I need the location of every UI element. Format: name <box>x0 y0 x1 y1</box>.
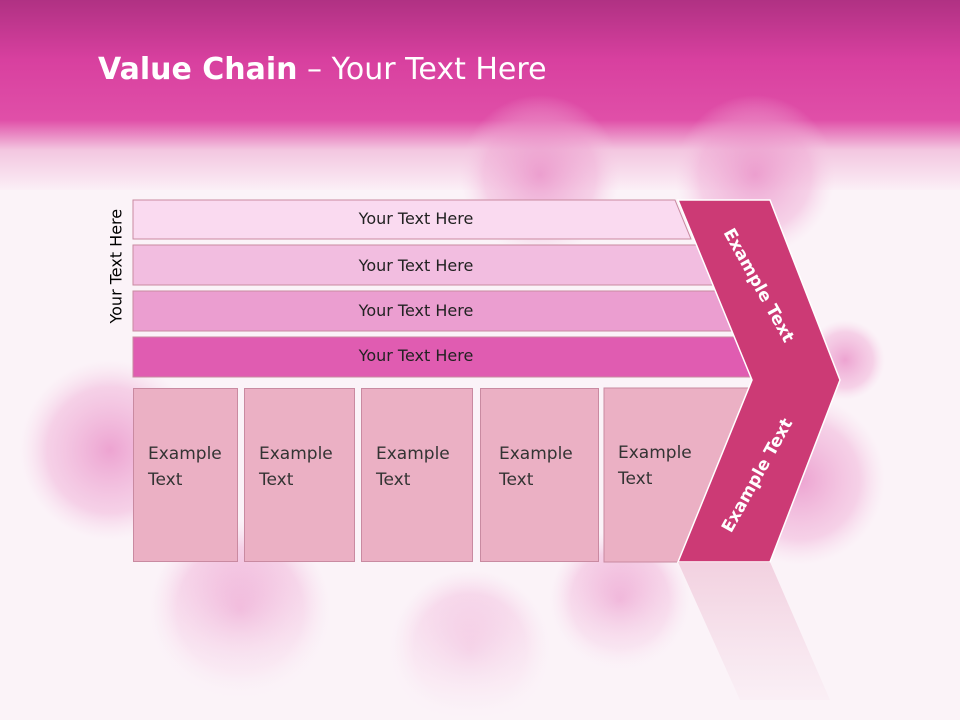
box-4-line2: Text <box>618 469 653 489</box>
row-bar-0 <box>132 199 692 240</box>
box-2-line2: Text <box>376 470 411 490</box>
row-2: Your Text Here <box>358 301 474 320</box>
row-3: Your Text Here <box>358 346 474 365</box>
reflection-fade <box>0 562 960 720</box>
box-0-line2: Text <box>148 470 183 490</box>
box-1-line2: Text <box>259 470 294 490</box>
box-2-line1: Example <box>376 444 450 464</box>
title-rest: – Your Text Here <box>297 52 547 87</box>
box-3-line1: Example <box>499 444 573 464</box>
row-0: Your Text Here <box>358 209 474 228</box>
box-1-line1: Example <box>259 444 333 464</box>
box-0-line1: Example <box>148 444 222 464</box>
page-title: Value Chain – Your Text Here <box>98 52 547 87</box>
row-1: Your Text Here <box>358 256 474 275</box>
box-3-line2: Text <box>499 470 534 490</box>
box-4-line1: Example <box>618 443 692 463</box>
title-bold: Value Chain <box>98 52 298 87</box>
